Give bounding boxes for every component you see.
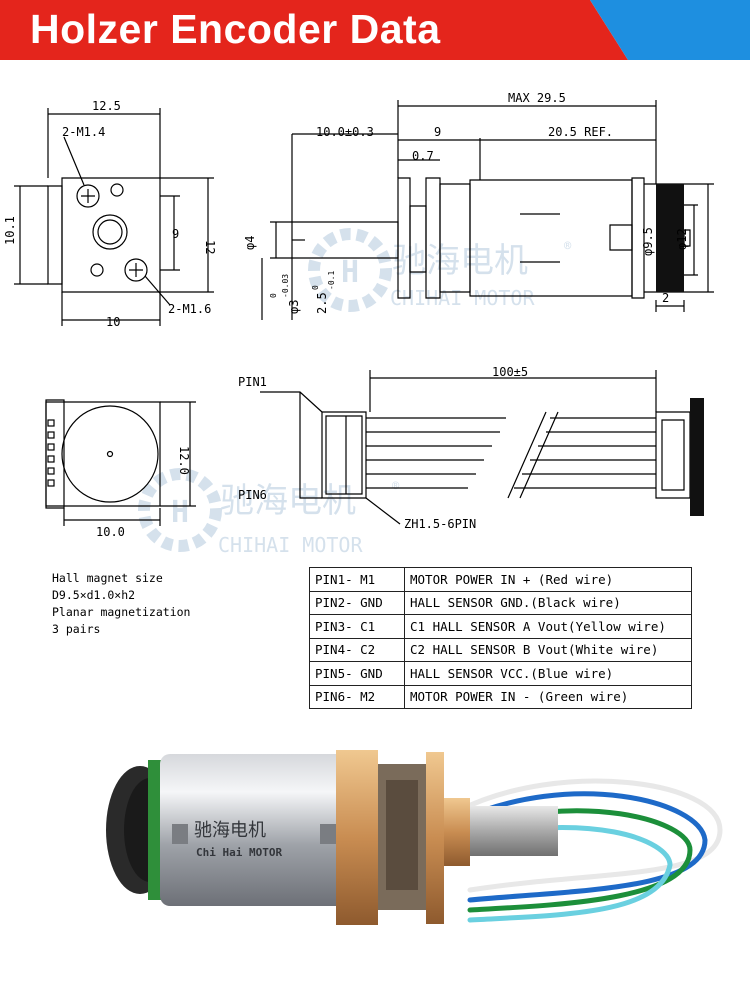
shaft-bushing [444,798,470,866]
side-view [261,100,714,320]
motor-label-cn: 驰海电机 [194,820,266,841]
dim-screw-top: 2-M1.4 [62,125,105,139]
motor-photo: 驰海电机 Chi Hai MOTOR [106,750,723,925]
dim-shaft-d3: φ3 [287,300,301,314]
dim-cable-length: 100±5 [492,365,528,379]
dim-bottom-width: 10 [106,315,120,329]
desc-cell: HALL SENSOR VCC.(Blue wire) [404,661,692,686]
pin-cell: PIN4- C2 [309,637,405,662]
dim-shaft-length: 10.0±0.3 [316,125,374,139]
motor-label-en: Chi Hai MOTOR [196,846,282,859]
svg-text:-0.03: -0.03 [281,274,290,298]
dim-gearbox: 9 [434,125,441,139]
dim-height-left: 10.1 [3,216,17,245]
magnet-line-1: Hall magnet size [52,571,163,585]
gearbox-plate-1 [336,750,378,925]
dim-motor-ref: 20.5 REF. [548,125,613,139]
magnet-note: Hall magnet size D9.5×d1.0×h2 Planar mag… [52,570,190,638]
dim-encoder-height: 12.0 [177,446,191,475]
svg-text:®: ® [564,239,572,253]
pin-cell: PIN3- C1 [309,614,405,639]
dim-screw-bottom: 2-M1.6 [168,302,211,316]
pin-cell: PIN6- M2 [309,684,405,709]
pin1-label: PIN1 [238,375,267,389]
dim-max-length: MAX 29.5 [508,91,566,105]
watermark-top: H 驰海电机 ® CHIHAI MOTOR [308,228,572,312]
svg-text:CHIHAI MOTOR: CHIHAI MOTOR [218,533,363,557]
desc-cell: C2 HALL SENSOR B Vout(White wire) [404,637,692,662]
dim-hole-spacing: 9 [172,227,179,241]
front-view [14,108,214,326]
watermark-bottom: H 驰海电机 ® CHIHAI MOTOR [138,468,400,557]
cable-connector-end [690,398,704,516]
dim-flat: 2.5 [315,292,329,314]
dim-height-right: 12 [203,240,217,254]
encoder-magnet-disc [656,184,684,292]
dim-front-width: 12.5 [92,99,121,113]
pin-cell: PIN1- M1 [309,567,405,592]
output-shaft [470,806,558,856]
svg-text:®: ® [392,479,400,493]
desc-cell: HALL SENSOR GND.(Black wire) [404,590,692,615]
watermark-english: CHIHAI MOTOR [390,286,535,310]
header-banner: Holzer Encoder Data [0,0,750,60]
desc-cell: MOTOR POWER IN - (Green wire) [404,684,692,709]
svg-text:H: H [171,495,189,530]
dim-gap: 0.7 [412,149,434,163]
svg-text:驰海电机: 驰海电机 [220,481,356,521]
svg-text:0: 0 [269,293,278,298]
svg-text:0: 0 [311,285,320,290]
connector-label: ZH1.5-6PIN [404,517,476,531]
desc-cell: C1 HALL SENSOR A Vout(Yellow wire) [404,614,692,639]
svg-text:H: H [341,255,359,290]
dim-encoder-diameter: φ9.5 [641,227,655,256]
pin-cell: PIN2- GND [309,590,405,615]
magnet-line-2: D9.5×d1.0×h2 [52,588,136,602]
cable-view [260,370,691,525]
encoder-view [45,399,196,526]
magnet-line-3: Planar magnetization [52,605,191,619]
gearbox-plate-2 [426,752,444,924]
technical-drawing: H 驰海电机 ® CHIHAI MOTOR H 驰海电机 ® CHIHAI MO… [3,91,714,557]
dim-body-diameter: φ12 [675,228,689,250]
wires [457,778,723,923]
pin6-label: PIN6 [238,488,267,502]
watermark-chinese: 驰海电机 [392,241,528,281]
banner-background [0,0,750,60]
desc-cell: MOTOR POWER IN + (Red wire) [404,567,692,592]
svg-text:-0.1: -0.1 [327,271,336,290]
page-title: Holzer Encoder Data [30,6,441,52]
motor-can [160,754,350,906]
magnet-line-4: 3 pairs [52,622,101,636]
dim-shaft-diameter: φ4 [243,236,257,250]
dim-encoder-width: 10.0 [96,525,125,539]
pin-cell: PIN5- GND [309,661,405,686]
dim-encoder-length: 2 [662,291,669,305]
